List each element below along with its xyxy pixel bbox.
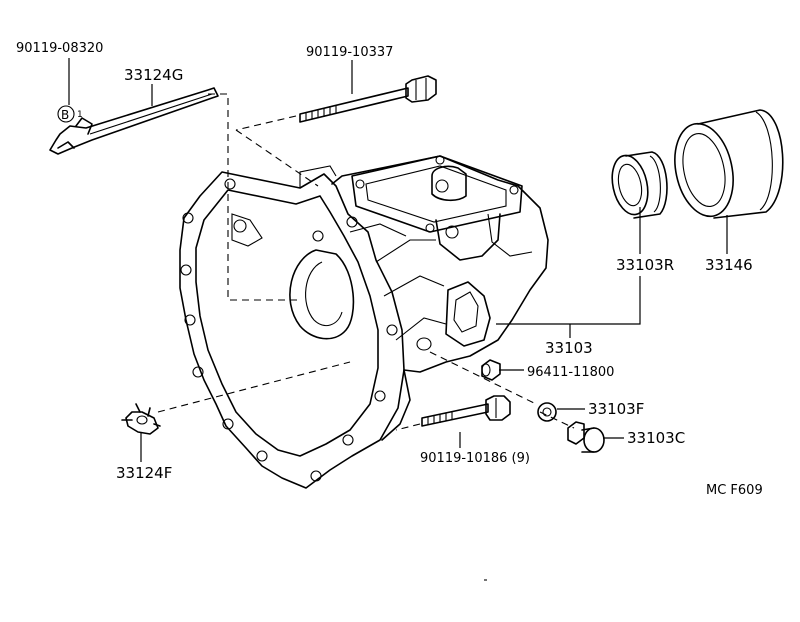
- pin: [121, 403, 161, 435]
- diagram-code: MC F609: [706, 483, 763, 498]
- label-bolt-top-left: 90119-08320: [16, 41, 103, 56]
- seal-small: [611, 151, 668, 219]
- assembly-dashed-lines: [157, 93, 575, 431]
- label-pin: 33124F: [116, 464, 172, 482]
- plug: [481, 359, 501, 381]
- label-gasket: 33103F: [588, 400, 644, 418]
- marker-index: 1: [77, 110, 83, 120]
- shift-rod: [49, 87, 219, 155]
- drain-plug: [567, 421, 605, 453]
- seal-large: [674, 109, 784, 219]
- bolt-lower: [421, 395, 511, 427]
- svg-text:B: B: [61, 108, 69, 122]
- label-drain-plug: 33103C: [627, 429, 685, 447]
- label-seal-large: 33146: [705, 256, 753, 274]
- label-plug: 96411-11800: [527, 365, 614, 380]
- gasket: [537, 402, 557, 422]
- label-bolt-long: 90119-10337: [306, 45, 393, 60]
- marker-b-icon: B: [57, 105, 75, 123]
- label-shift-rod: 33124G: [124, 66, 183, 84]
- bolt-long: [299, 75, 437, 123]
- transmission-case: [179, 155, 549, 489]
- label-seal-small: 33103R: [616, 256, 674, 274]
- label-bolt-lower: 90119-10186 (9): [420, 451, 530, 466]
- label-case-assy: 33103: [545, 339, 593, 357]
- leader-case-assy: [496, 276, 641, 325]
